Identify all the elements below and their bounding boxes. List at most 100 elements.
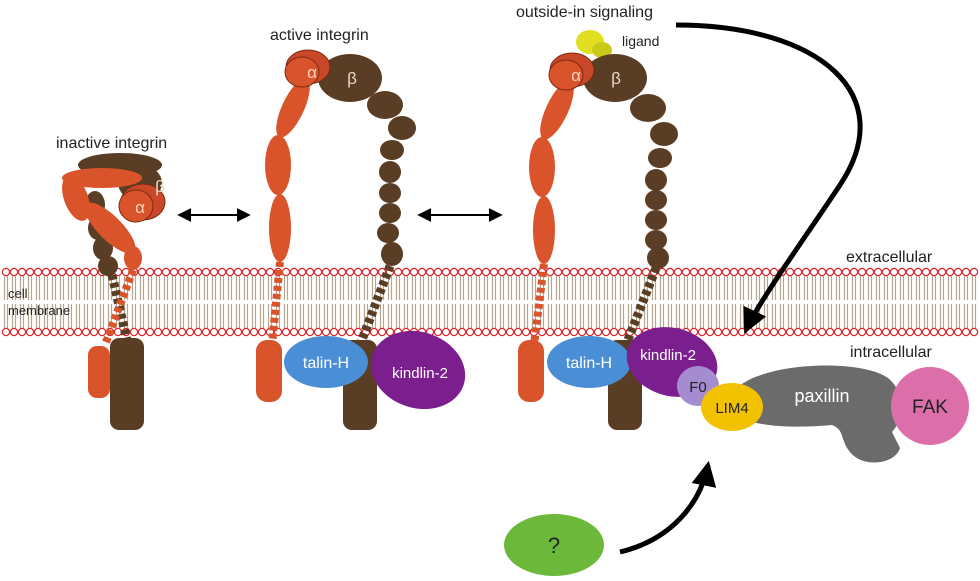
lipid-head — [137, 267, 147, 277]
lipid-head — [785, 327, 795, 337]
lipid-head — [1, 327, 11, 337]
lipid-head — [841, 327, 851, 337]
unknown-factor: ? — [504, 514, 604, 576]
lipid-head — [313, 327, 323, 337]
f0-label: F0 — [689, 379, 707, 396]
lipid-head — [25, 267, 35, 277]
lipid-head — [689, 267, 699, 277]
lipid-head — [193, 267, 203, 277]
lipid-head — [489, 267, 499, 277]
unknown-label: ? — [548, 533, 560, 558]
lipid-head — [841, 267, 851, 277]
lipid-head — [297, 327, 307, 337]
lipid-head — [337, 327, 347, 337]
paxillin-label: paxillin — [794, 386, 849, 406]
lipid-head — [329, 327, 339, 337]
lipid-head — [769, 267, 779, 277]
lipid-head — [177, 267, 187, 277]
lipid-head — [545, 267, 555, 277]
lipid-head — [833, 267, 843, 277]
lipid-head — [961, 267, 971, 277]
lipid-head — [641, 267, 651, 277]
lipid-head — [65, 327, 75, 337]
lipid-head — [369, 267, 379, 277]
lipid-head — [897, 327, 907, 337]
lipid-head — [801, 267, 811, 277]
inactive-alpha-head: α — [118, 183, 166, 223]
lipid-head — [313, 267, 323, 277]
lipid-head — [929, 327, 939, 337]
lipid-head — [65, 267, 75, 277]
alpha-symbol: α — [135, 198, 145, 217]
lipid-head — [241, 327, 251, 337]
lipid-head — [17, 327, 27, 337]
lim4-label: LIM4 — [715, 400, 748, 417]
lipid-head — [561, 267, 571, 277]
inactive-alpha-chain — [62, 168, 142, 398]
lipid-head — [41, 267, 51, 277]
kindlin-2-label: kindlin-2 — [640, 347, 696, 364]
lipid-head — [433, 267, 443, 277]
kindlin-2-1: kindlin-2 — [370, 330, 466, 410]
lipid-head — [377, 327, 387, 337]
lipid-head — [697, 327, 707, 337]
talin-h-1: talin-H — [284, 336, 368, 388]
lipid-head — [305, 267, 315, 277]
lipid-head — [257, 327, 267, 337]
lipid-head — [505, 267, 515, 277]
unknown-to-lim4-arrow — [619, 460, 717, 555]
lipid-head — [185, 327, 195, 337]
lipid-head — [921, 327, 931, 337]
lipid-head — [609, 267, 619, 277]
lipid-head — [857, 267, 867, 277]
lipid-head — [665, 267, 675, 277]
lipid-head — [969, 327, 979, 337]
lipid-head — [329, 267, 339, 277]
lipid-head — [417, 267, 427, 277]
intracellular-label: intracellular — [850, 344, 932, 361]
cell-membrane-label: cell — [8, 286, 28, 301]
active-alpha-chain — [256, 78, 310, 402]
lipid-head — [873, 327, 883, 337]
lipid-head — [281, 327, 291, 337]
lipid-head — [593, 327, 603, 337]
lipid-head — [33, 267, 43, 277]
lipid-head — [897, 267, 907, 277]
kindlin-2-label: kindlin-2 — [392, 365, 448, 382]
lim4-domain: LIM4 — [701, 383, 763, 431]
lipid-head — [761, 327, 771, 337]
lipid-head — [337, 267, 347, 277]
lipid-head — [17, 267, 27, 277]
lipid-head — [353, 267, 363, 277]
paxillin-complex: paxillin LIM4 FAK — [701, 365, 969, 463]
alpha-symbol: α — [307, 63, 317, 82]
lipid-head — [113, 327, 123, 337]
lipid-head — [745, 267, 755, 277]
lipid-head — [169, 327, 179, 337]
lipid-head — [865, 327, 875, 337]
lipid-head — [153, 327, 163, 337]
lipid-head — [913, 267, 923, 277]
lipid-head — [129, 327, 139, 337]
lipid-head — [33, 327, 43, 337]
lipid-head — [849, 327, 859, 337]
lipid-head — [857, 327, 867, 337]
lipid-head — [577, 267, 587, 277]
lipid-head — [73, 267, 83, 277]
lipid-head — [497, 267, 507, 277]
lipid-head — [465, 267, 475, 277]
lipid-head — [489, 327, 499, 337]
lipid-head — [593, 267, 603, 277]
fak: FAK — [891, 367, 969, 445]
lipid-head — [737, 327, 747, 337]
alpha-symbol: α — [571, 66, 581, 85]
lipid-head — [881, 267, 891, 277]
lipid-head — [601, 267, 611, 277]
lipid-head — [209, 327, 219, 337]
talin-h-label: talin-H — [566, 355, 612, 372]
lipid-head — [25, 327, 35, 337]
cell-membrane-label-2: membrane — [8, 303, 70, 318]
lipid-head — [81, 327, 91, 337]
lipid-head — [169, 267, 179, 277]
lipid-head — [577, 327, 587, 337]
